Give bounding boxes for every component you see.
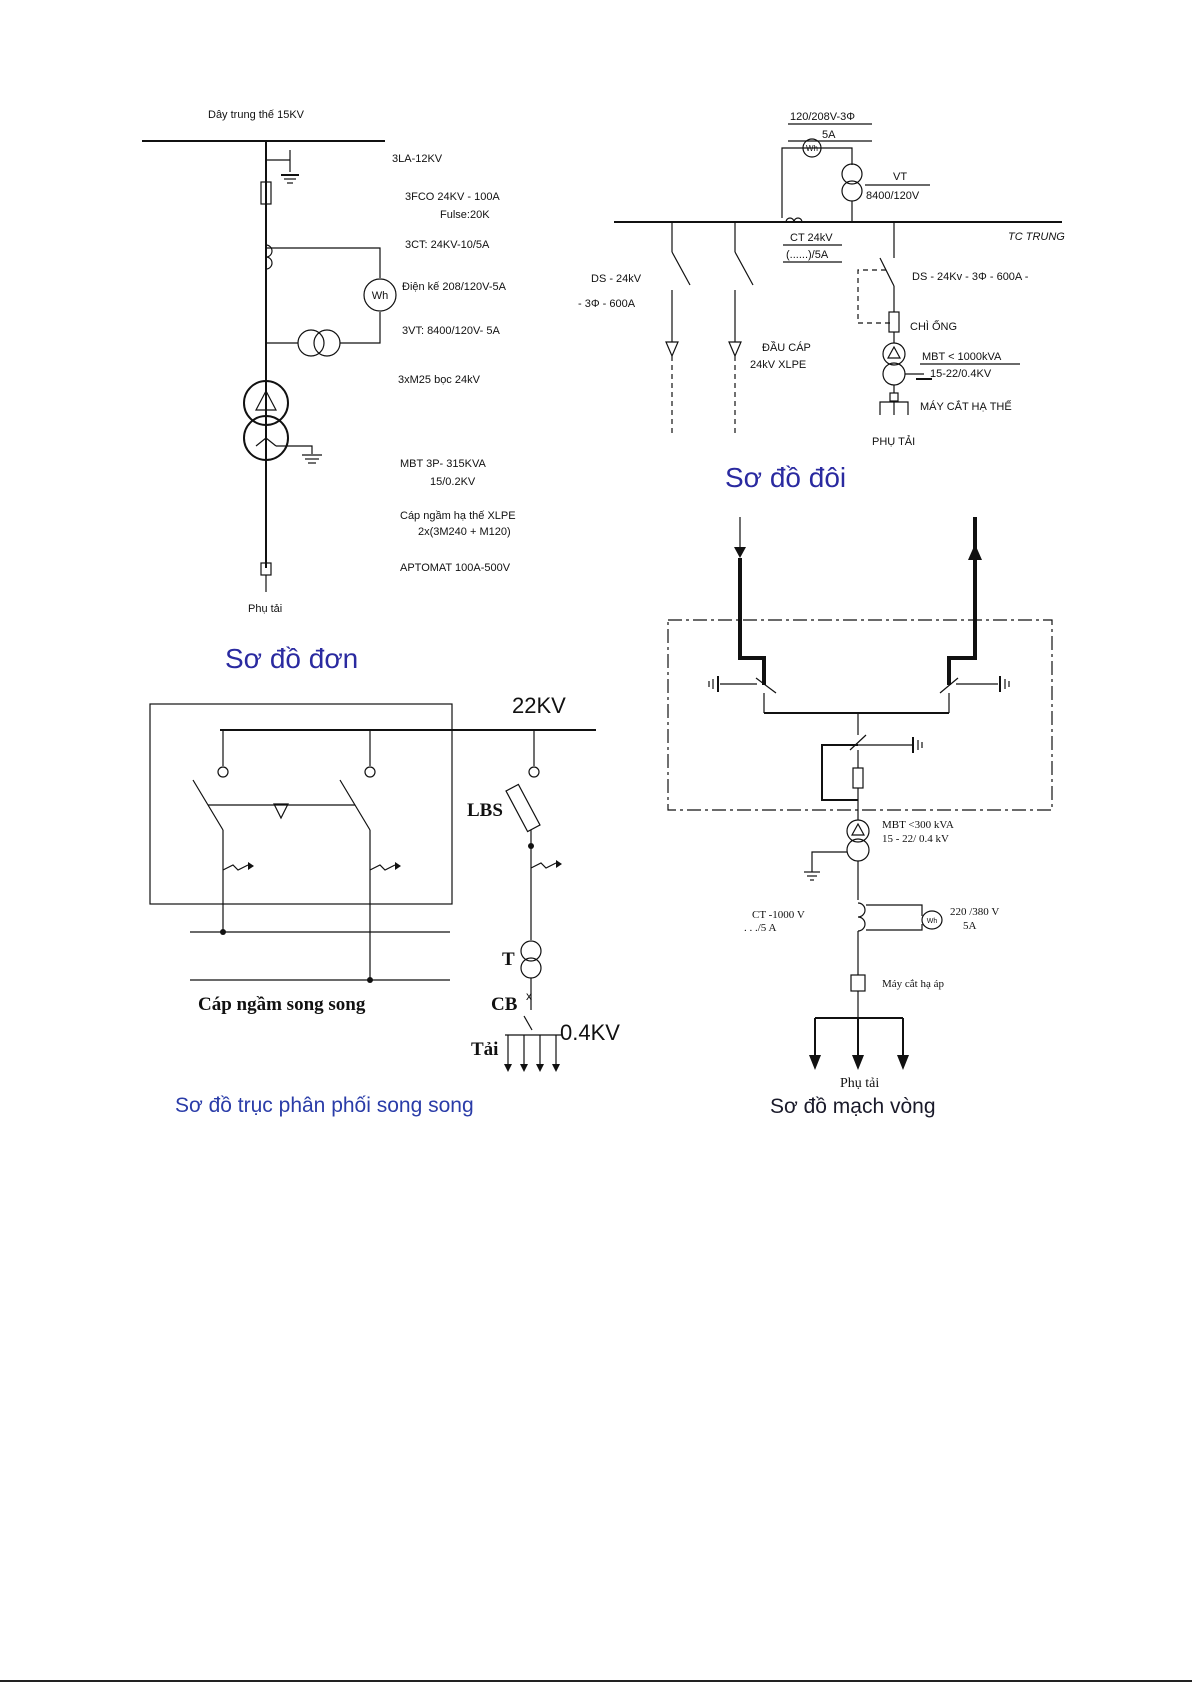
- wh-meter-icon: [363, 278, 397, 312]
- disconnect-switch-right: [857, 222, 895, 324]
- surge-arrester-icon: [266, 150, 299, 184]
- ct-icon: [785, 217, 803, 223]
- vt-coil-left-icon: [297, 329, 325, 357]
- spec-item: 2x(3M240 + M120): [418, 526, 511, 538]
- spec-item: 3CT: 24KV-10/5A: [405, 239, 490, 251]
- ring-ct-ratio: . . ./5 A: [744, 922, 776, 934]
- t-label: T: [502, 949, 515, 970]
- page-footer-line: [0, 1680, 1192, 1682]
- outgoing-arrow-icon: [968, 544, 982, 560]
- spec-item: 3VT: 8400/120V- 5A: [402, 325, 501, 337]
- incoming-arrow-icon: [734, 547, 746, 558]
- fuse-label: CHÌ ỐNG: [910, 319, 957, 333]
- ring-meter-symbol: Wh: [927, 918, 938, 925]
- spec-item: 15/0.2KV: [430, 476, 476, 488]
- tee-switch-icon: [849, 734, 867, 751]
- single-load-label: Phụ tải: [248, 603, 282, 615]
- transformer-icon: [804, 819, 870, 881]
- ring-main-unit-frame: [667, 619, 1053, 811]
- double-feeder-diagram: 120/208V-3Φ 5A Wh VT 8400/120V TC TRUNG …: [578, 111, 1065, 493]
- ct-coil-icon: [857, 902, 866, 932]
- fuse-cutout-icon: [260, 181, 272, 205]
- load-tai-label: Tải: [471, 1039, 498, 1060]
- wh-meter-icon: [802, 138, 822, 158]
- lv-breaker-icon: [850, 974, 866, 992]
- switchgear-frame: [149, 703, 453, 905]
- meter-rating-label: 120/208V-3Φ: [790, 111, 855, 123]
- spec-item: 3LA-12KV: [392, 153, 443, 165]
- ring-switch-left-icon: [755, 677, 777, 694]
- ring-load-label: Phụ tải: [840, 1076, 879, 1091]
- ct-ratio-label: (......)/5A: [786, 249, 829, 261]
- mbt-ratio-label: 15-22/0.4KV: [930, 368, 992, 380]
- cable-head-label: ĐẦU CÁP: [762, 341, 811, 354]
- ds-right-label: DS - 24Kv - 3Φ - 600A -: [912, 271, 1029, 283]
- ring-meter-rating: 220 /380 V: [950, 906, 999, 918]
- lbs-icon: [505, 783, 541, 833]
- parallel-distribution-diagram: 22KV Cáp ngầm song song LBS: [149, 693, 620, 1117]
- spec-item: Fulse:20K: [440, 209, 490, 221]
- ds-left-label: DS - 24kV: [591, 273, 642, 285]
- cable-type-label: 24kV XLPE: [750, 359, 806, 371]
- hv-22kv-label: 22KV: [512, 693, 566, 718]
- ring-switch-right-icon: [939, 677, 959, 694]
- diagram-title-double: Sơ đồ đôi: [725, 462, 846, 493]
- ring-meter-amp: 5A: [963, 920, 977, 932]
- ring-mbt-label: MBT <300 kVA: [882, 819, 954, 831]
- spec-item: Điện kế 208/120V-5A: [402, 281, 507, 293]
- double-load-label: PHỤ TẢI: [872, 435, 915, 448]
- vt-ratio-label: 8400/120V: [866, 190, 920, 202]
- spec-item: 3FCO 24KV - 100A: [405, 191, 500, 203]
- single-line-diagram: Dây trung thế 15KV Wh: [142, 109, 516, 674]
- diagram-title-parallel: Sơ đồ trục phân phối song song: [175, 1094, 474, 1117]
- ring-mbt-ratio: 15 - 22/ 0.4 kV: [882, 833, 949, 845]
- diagram-title-ring: Sơ đồ mạch vòng: [770, 1095, 936, 1118]
- lv-04kv-label: 0.4KV: [560, 1020, 620, 1045]
- meter-wire-bottom: [340, 312, 381, 344]
- fuse-icon: [888, 311, 900, 333]
- lv-breaker-icon: [889, 392, 899, 402]
- transformer-icon: [243, 380, 322, 464]
- ct-label: CT 24kV: [790, 232, 833, 244]
- lv-breaker-label: MÁY CẮT HẠ THẾ: [920, 400, 1012, 413]
- disconnect-switch-left: [665, 222, 691, 435]
- busbar-label: TC TRUNG: [1008, 231, 1065, 243]
- vt-label: VT: [893, 171, 907, 183]
- meter-wire-top: [266, 247, 381, 278]
- vt-coil-right-icon: [313, 329, 341, 357]
- cb-label: CB: [491, 994, 518, 1015]
- spec-item: Cáp ngầm hạ thế XLPE: [400, 510, 516, 522]
- mbt-label: MBT < 1000kVA: [922, 351, 1002, 363]
- spec-item: MBT 3P- 315KVA: [400, 458, 486, 470]
- ring-meter-icon: [921, 910, 943, 930]
- ring-breaker-label: Máy cắt hạ áp: [882, 978, 944, 990]
- transformer-t-top-icon: [520, 940, 542, 962]
- tee-fuse-icon: [852, 767, 864, 789]
- parallel-cable-label: Cáp ngầm song song: [198, 994, 366, 1015]
- diagram-title-single: Sơ đồ đơn: [225, 643, 358, 674]
- ds-left-rating: - 3Φ - 600A: [578, 298, 636, 310]
- transformer-icon: [882, 342, 932, 386]
- meter-wiring: [781, 147, 853, 218]
- lbs-label: LBS: [467, 800, 503, 821]
- wh-meter-symbol: Wh: [372, 290, 389, 302]
- ring-ct-label: CT -1000 V: [752, 909, 805, 921]
- cb-switch-icon: [523, 1015, 533, 1031]
- spec-item: 3xM25 bọc 24kV: [398, 374, 481, 386]
- disconnect-switch-middle: [728, 222, 754, 435]
- hv-line-label: Dây trung thế 15KV: [208, 109, 305, 121]
- wh-meter-symbol: Wh: [806, 144, 818, 153]
- meter-amp-label: 5A: [822, 129, 836, 141]
- vt-coil-top-icon: [841, 163, 863, 185]
- spec-item: APTOMAT 100A-500V: [400, 562, 511, 574]
- svg-text:x: x: [526, 989, 532, 1003]
- ring-main-diagram: MBT <300 kVA 15 - 22/ 0.4 kV Wh CT -1000…: [667, 517, 1053, 1118]
